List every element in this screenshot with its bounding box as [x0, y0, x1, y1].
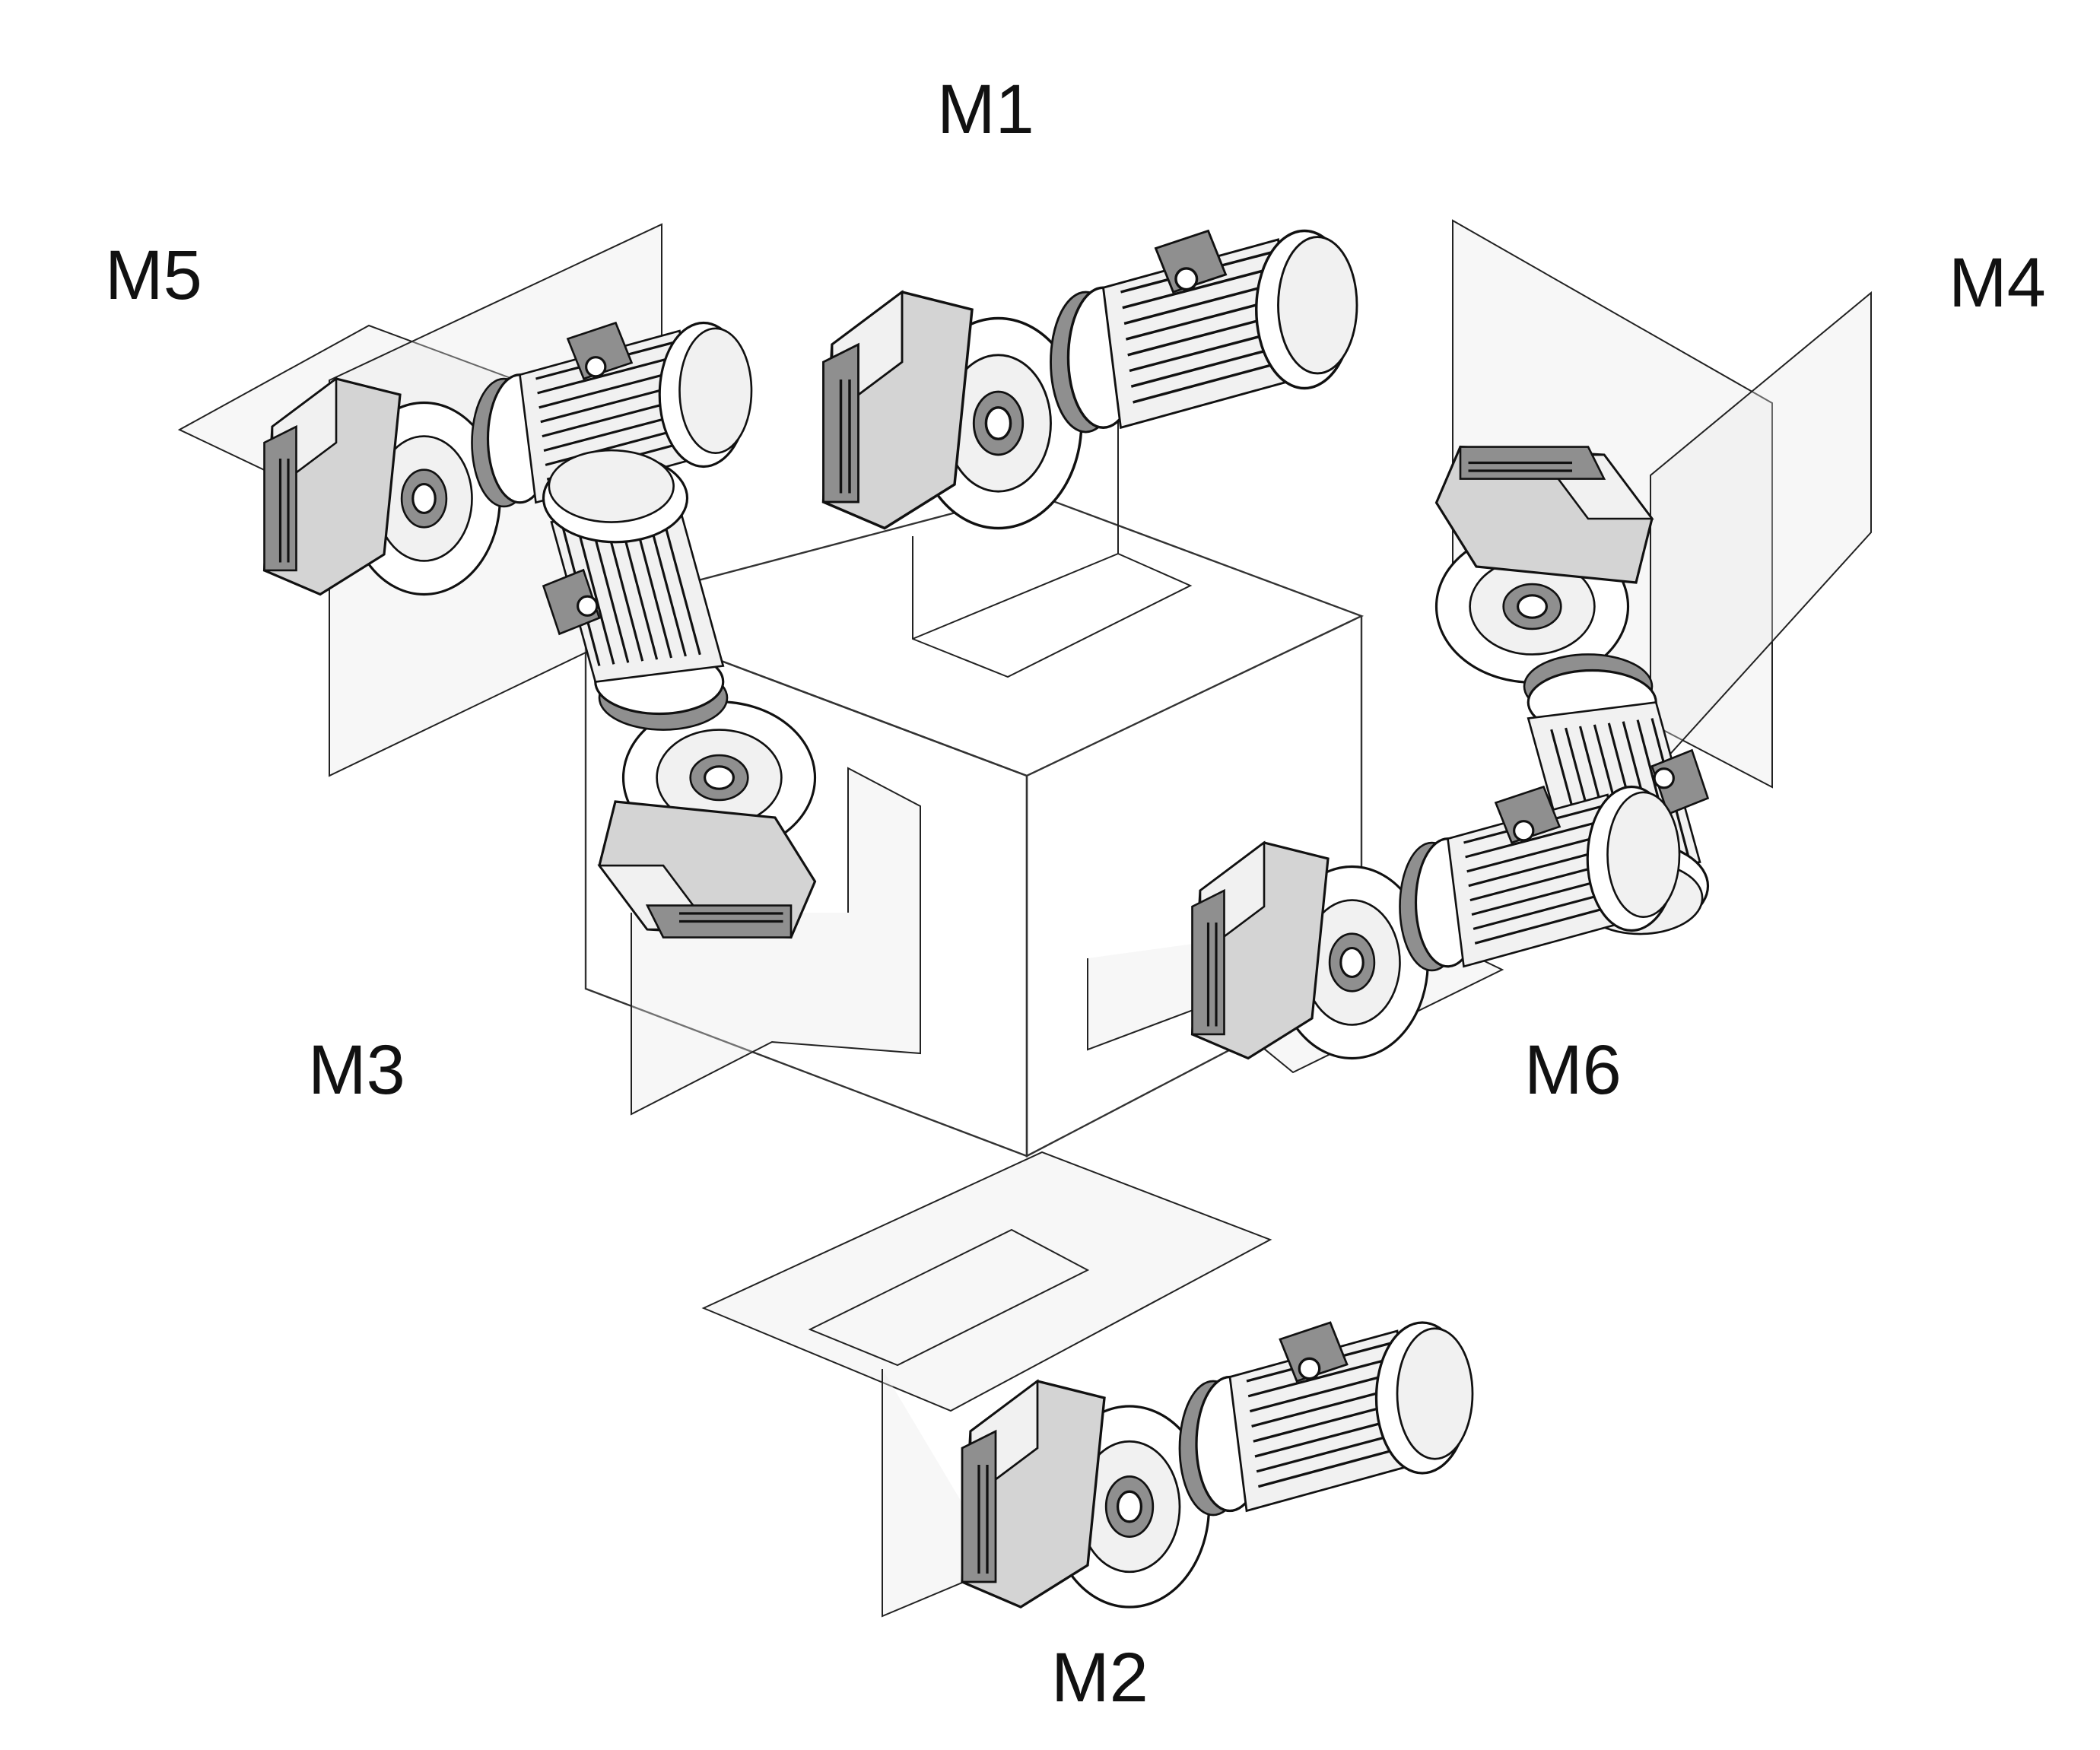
label-m4: M4 — [1949, 244, 2046, 322]
gearmotor-m1 — [821, 229, 1358, 530]
label-m1: M1 — [937, 71, 1034, 148]
gearmotor-m3 — [542, 449, 817, 939]
label-m6: M6 — [1524, 1031, 1622, 1109]
label-m5: M5 — [105, 237, 202, 314]
gearmotor-m2 — [961, 1321, 1474, 1609]
label-m2: M2 — [1051, 1639, 1148, 1717]
gearmotor-m6 — [1190, 785, 1681, 1060]
label-m3: M3 — [308, 1031, 405, 1109]
panel-m1 — [912, 407, 1193, 678]
center-cube — [583, 491, 1365, 1158]
panel-m3 — [631, 767, 921, 1116]
